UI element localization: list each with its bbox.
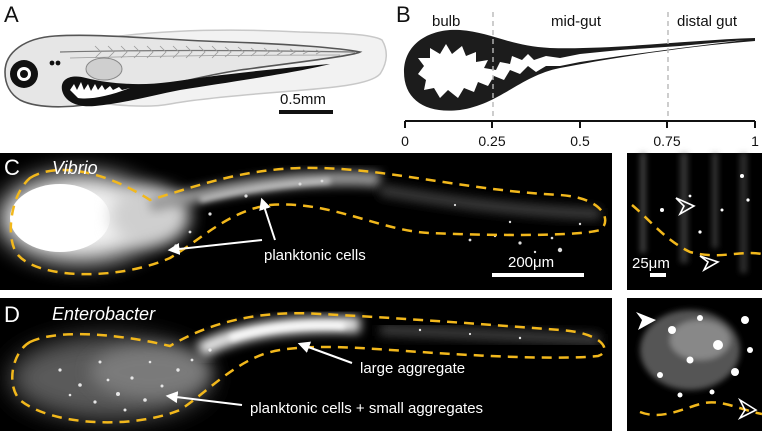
vibrio-inset-outline <box>631 204 762 257</box>
enterobacter-fluorescence <box>10 316 601 420</box>
enterobacter-annotation-small: planktonic cells + small aggregates <box>250 400 483 417</box>
panel-d: D Enterobacter large aggregate planktoni… <box>0 298 612 431</box>
panel-a-scale-label: 0.5mm <box>280 91 326 108</box>
vibrio-gut-outline <box>9 166 607 276</box>
panel-c-scale-label: 200μm <box>508 254 554 271</box>
panel-a: A <box>4 2 387 114</box>
tick-label: 0.25 <box>478 133 505 149</box>
enterobacter-arrow-large <box>297 341 353 364</box>
vibrio-fluorescence <box>0 171 601 262</box>
panel-d-letter: D <box>4 302 20 327</box>
vibrio-annotation: planktonic cells <box>264 247 366 264</box>
myotomes <box>94 45 321 59</box>
inset-scale-label: 25μm <box>632 255 670 272</box>
panel-c-letter: C <box>4 155 20 180</box>
panel-d-inset <box>627 298 762 431</box>
enterobacter-inset-outline <box>639 401 762 417</box>
panel-c-scale-bar <box>492 273 584 277</box>
panel-a-scale-bar <box>279 110 333 114</box>
tick-label: 0.5 <box>570 133 590 149</box>
axis-ticks <box>404 121 756 128</box>
tick-label: 0.75 <box>653 133 680 149</box>
vibrio-arrow-1 <box>167 239 263 255</box>
open-arrowhead-icon <box>675 197 696 217</box>
open-arrowhead-icon <box>737 397 758 420</box>
panel-d-species: Enterobacter <box>52 304 156 324</box>
filled-arrowhead-icon <box>636 312 656 330</box>
inset-scale-bar <box>650 273 666 277</box>
panel-b-letter: B <box>396 2 411 27</box>
panel-a-letter: A <box>4 2 19 27</box>
open-arrowhead-icon <box>699 255 720 273</box>
vibrio-arrow-2 <box>259 197 276 241</box>
tick-label: 1 <box>751 133 759 149</box>
fish-gut <box>61 64 330 107</box>
fish-schematic <box>4 29 387 108</box>
notochord <box>59 49 356 53</box>
panel-c: C Vibrio planktonic cells 200μm <box>0 153 612 290</box>
panel-c-species: Vibrio <box>52 158 98 178</box>
gut-lumen <box>418 40 745 98</box>
panel-b: B bulb mid-gut distal gut 0 0.25 0.5 0.7… <box>396 2 759 149</box>
tick-label: 0 <box>401 133 409 149</box>
panel-c-inset: 25μm <box>627 153 762 290</box>
enterobacter-annotation-large: large aggregate <box>360 360 465 377</box>
region-label-distal-gut: distal gut <box>677 13 738 30</box>
enterobacter-gut-outline <box>11 312 606 424</box>
swim-bladder <box>85 57 123 81</box>
gut-outline <box>404 29 755 111</box>
region-label-bulb: bulb <box>432 13 460 30</box>
enterobacter-arrow-small <box>165 391 243 406</box>
region-label-mid-gut: mid-gut <box>551 13 602 30</box>
